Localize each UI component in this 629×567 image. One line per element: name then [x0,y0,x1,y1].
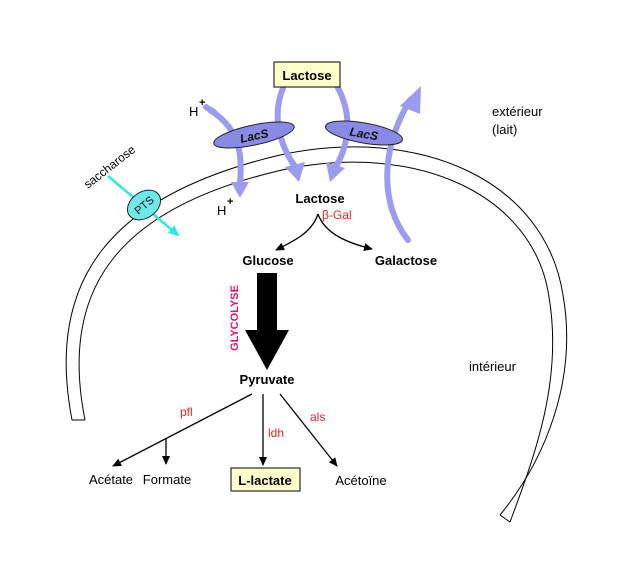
l-lactate-label: L-lactate [238,473,291,488]
lacs-transporter-2: LacS [325,120,403,146]
pts-transporter: PTS [107,175,180,237]
galactose-export-arrow [384,97,413,243]
cell-membrane [65,146,568,523]
pyruvate-label: Pyruvate [240,372,295,387]
glycolysis-arrow [245,273,289,370]
ldh-enzyme-label: ldh [268,426,284,440]
lactose-external-label: Lactose [282,68,331,83]
acetoine-label: Acétoïne [335,473,386,488]
pfl-enzyme-label: pfl [180,405,193,419]
lacs-transporter-1: LacS [213,121,295,149]
svg-text:+: + [199,97,205,109]
saccharose-label: saccharose [81,142,138,191]
glucose-label: Glucose [242,253,293,268]
lacs-label-2: LacS [348,125,379,144]
acetate-label: Acétate [89,472,133,487]
formate-label: Formate [143,472,191,487]
svg-text:H: H [217,203,226,218]
glycolyse-label: GLYCOLYSE [229,285,241,351]
svg-text:+: + [227,196,233,208]
l-lactate-box: L-lactate [230,467,301,492]
lactose-external-box: Lactose [273,61,341,88]
proton-label-outside: H + [189,97,205,119]
lacs-transport-arrows [203,85,421,243]
lactose-internal-label: Lactose [295,191,344,206]
lacs-label-1: LacS [239,126,270,146]
proton-label-inside: H + [217,196,233,218]
interieur-label: intérieur [469,359,517,374]
svg-text:H: H [189,104,198,119]
pyruvate-branch-arrows [112,393,338,467]
als-enzyme-label: als [310,410,325,424]
beta-gal-enzyme-label: β-Gal [322,208,352,222]
exterieur-label-line1: extérieur [492,104,543,119]
galactose-label: Galactose [375,253,437,268]
hydrolysis-arrows [275,213,373,251]
exterieur-label-line2: (lait) [492,122,517,137]
